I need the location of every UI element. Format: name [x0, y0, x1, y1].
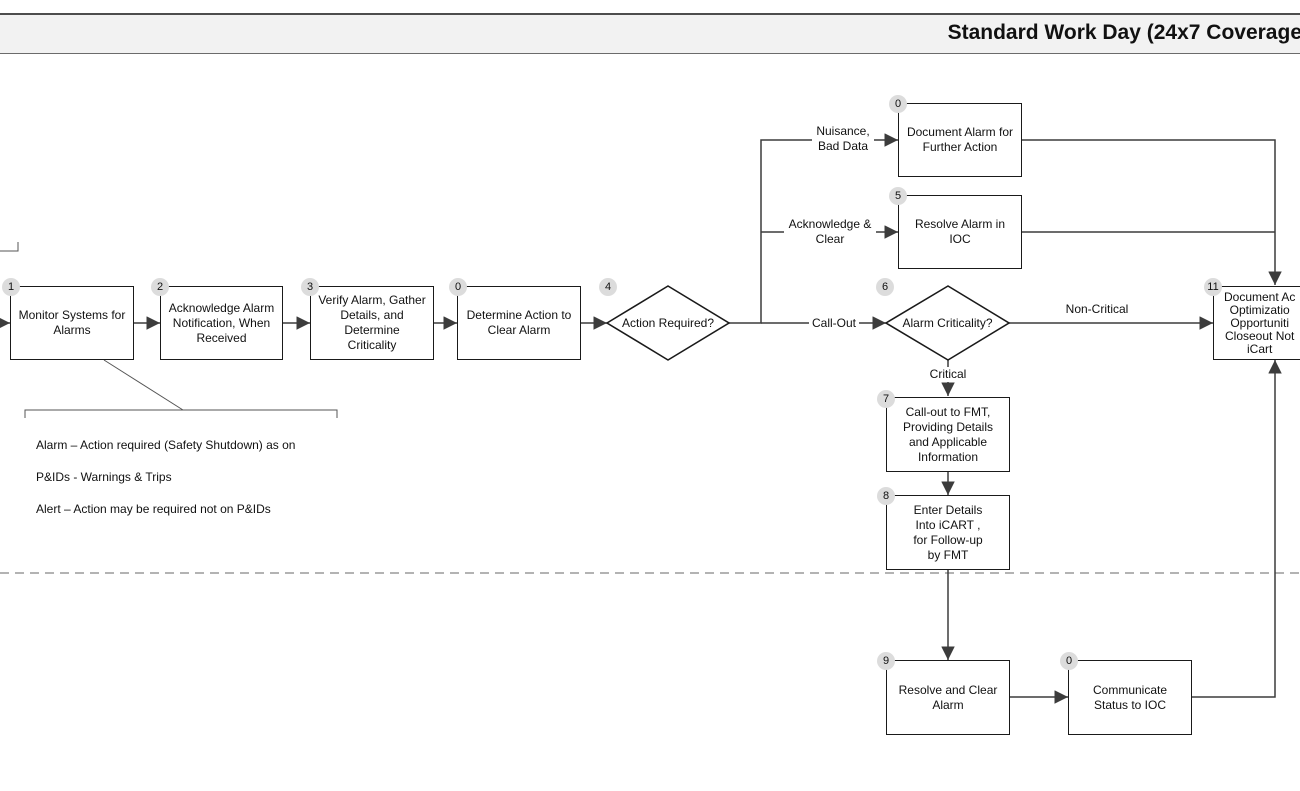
decision-action-required-shape: [605, 285, 731, 361]
step-acknowledge-alarm: Acknowledge Alarm Notification, When Rec…: [160, 286, 283, 360]
annotation-line: Alert – Action may be required not on P&…: [36, 502, 271, 516]
swimlane-title: Standard Work Day (24x7 Coverage: [947, 21, 1300, 44]
decision-criticality-shape: [884, 285, 1011, 361]
step-resolve-alarm-ioc: Resolve Alarm in IOC: [898, 195, 1022, 269]
step-number-badge: 5: [889, 187, 907, 205]
step-number-badge: 1: [2, 278, 20, 296]
annotation-bracket: [24, 409, 338, 418]
step-document-alarm: Document Alarm for Further Action: [898, 103, 1022, 177]
step-number-badge: 8: [877, 487, 895, 505]
edge-document-closeout: [1021, 139, 1282, 285]
swimlane-header: Standard Work Day (24x7 Coverage: [0, 13, 1300, 54]
annotation-note: Alarm – Action required (Safety Shutdown…: [36, 421, 295, 533]
step-number-badge: 7: [877, 390, 895, 408]
edge-label-critical: Critical: [925, 367, 971, 382]
edge-label-acknowledge-clear: Acknowledge & Clear: [784, 217, 876, 247]
step-number-badge: 9: [877, 652, 895, 670]
step-number-badge: 11: [1204, 278, 1222, 296]
step-call-out-fmt: Call-out to FMT, Providing Details and A…: [886, 397, 1010, 472]
edge-label-non-critical: Non-Critical: [1060, 302, 1134, 317]
decision-action-required: Action Required?: [621, 316, 715, 330]
decision-alarm-criticality: Alarm Criticality?: [902, 316, 993, 330]
edge-communicate-closeout: [1191, 360, 1282, 698]
step-number-badge: 2: [151, 278, 169, 296]
step-number-badge: 0: [1060, 652, 1078, 670]
step-monitor-systems: Monitor Systems for Alarms: [10, 286, 134, 360]
step-document-closeout: Document Ac Optimizatio Opportuniti Clos…: [1213, 286, 1300, 360]
edge-label-callout: Call-Out: [809, 316, 859, 331]
step-resolve-clear-alarm: Resolve and Clear Alarm: [886, 660, 1010, 735]
step-number-badge: 3: [301, 278, 319, 296]
step-communicate-status: Communicate Status to IOC: [1068, 660, 1192, 735]
annotation-leader: [103, 359, 184, 411]
annotation-line: P&IDs - Warnings & Trips: [36, 470, 172, 484]
step-enter-details-icart: Enter Details Into iCART , for Follow-up…: [886, 495, 1010, 570]
step-verify-alarm: Verify Alarm, Gather Details, and Determ…: [310, 286, 434, 360]
step-determine-action: Determine Action to Clear Alarm: [457, 286, 581, 360]
step-number-badge: 0: [889, 95, 907, 113]
step-number-badge: 6: [876, 278, 894, 296]
bracket-fragment: [0, 242, 19, 252]
annotation-line: Alarm – Action required (Safety Shutdown…: [36, 438, 296, 452]
edge-label-nuisance: Nuisance, Bad Data: [812, 124, 874, 154]
step-number-badge: 4: [599, 278, 617, 296]
step-number-badge: 0: [449, 278, 467, 296]
